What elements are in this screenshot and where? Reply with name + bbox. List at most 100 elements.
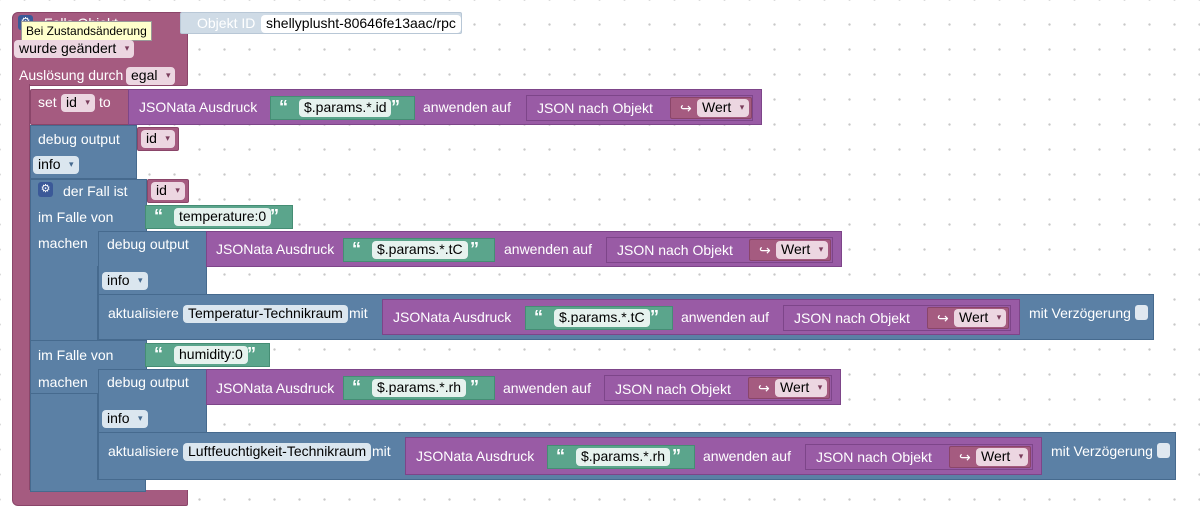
json-to-object-block[interactable]: JSON nach Objekt ↪ Wert▾ [604, 375, 832, 401]
update-target-temperature[interactable]: Temperatur-Technikraum [183, 305, 348, 323]
quote-close-icon: ” [470, 239, 479, 259]
expr-tc-field-2[interactable]: $.params.*.tC [554, 309, 650, 327]
value-dropdown-text: Wert [781, 241, 811, 257]
switch-variable-value: id [156, 182, 167, 198]
set-to-label: to [99, 94, 111, 110]
set-label: set [38, 94, 57, 110]
return-arrow-icon: ↪ [759, 242, 771, 258]
json-to-object-label: JSON nach Objekt [794, 310, 910, 326]
debug-level-value: info [38, 156, 61, 172]
chevron-down-icon: ▾ [138, 413, 143, 423]
quote-open-icon: “ [154, 344, 163, 364]
update-label: aktualisiere [108, 443, 179, 459]
jsonata-block-debug-rh[interactable]: JSONata Ausdruck “ $.params.*.rh ” anwen… [206, 369, 841, 405]
update-delay-label: mit Verzögerung [1051, 443, 1153, 459]
string-block-expr-rh-2[interactable]: “ $.params.*.rh ” [547, 445, 695, 469]
delay-checkbox[interactable] [1135, 305, 1148, 320]
json-to-object-block[interactable]: JSON nach Objekt ↪ Wert▾ [606, 237, 833, 263]
switch-variable-dropdown[interactable]: id▾ [151, 182, 185, 200]
jsonata-label: JSONata Ausdruck [139, 99, 258, 115]
debug-variable-dropdown[interactable]: id ▾ [141, 130, 175, 148]
apply-label: anwenden auf [423, 99, 511, 115]
debug-level-dropdown[interactable]: info▾ [33, 156, 79, 174]
string-block-expr-rh[interactable]: “ $.params.*.rh ” [343, 376, 495, 400]
case-2-field[interactable]: humidity:0 [174, 346, 248, 364]
json-to-object-label: JSON nach Objekt [615, 381, 731, 397]
value-variable-block[interactable]: ↪ Wert▾ [670, 97, 752, 119]
quote-close-icon: ” [270, 206, 279, 226]
trigger-by-value: egal [131, 67, 158, 83]
debug-output-label: debug output [107, 374, 189, 390]
expr-id-field[interactable]: $.params.*.id [299, 99, 392, 117]
delay-checkbox[interactable] [1157, 443, 1170, 458]
chevron-down-icon: ▾ [138, 275, 143, 285]
debug-variable-block[interactable]: id ▾ [137, 127, 179, 151]
chevron-down-icon: ▾ [739, 102, 745, 112]
return-arrow-icon: ↪ [959, 449, 971, 465]
value-dropdown[interactable]: Wert▾ [776, 241, 829, 259]
expr-rh-field[interactable]: $.params.*.rh [372, 379, 467, 397]
apply-label: anwenden auf [503, 380, 591, 396]
expr-rh-field-2[interactable]: $.params.*.rh [576, 448, 671, 466]
case-label-1: im Falle von [38, 209, 114, 225]
switch-gear-icon[interactable]: ⚙ [38, 182, 53, 197]
switch-label: der Fall ist [63, 183, 128, 199]
update-target-humidity[interactable]: Luftfeuchtigkeit-Technikraum [183, 443, 372, 461]
object-id-field[interactable]: shellyplusht-80646fe13aac/rpc [261, 15, 461, 33]
quote-close-icon: ” [470, 377, 479, 397]
return-arrow-icon: ↪ [758, 380, 770, 396]
jsonata-block-id[interactable]: JSONata Ausdruck “ $.params.*.id ” anwen… [128, 89, 762, 125]
case-1-field[interactable]: temperature:0 [174, 208, 272, 226]
value-dropdown[interactable]: Wert▾ [976, 448, 1029, 466]
return-arrow-icon: ↪ [937, 310, 949, 326]
update-label: aktualisiere [108, 305, 179, 321]
value-variable-block[interactable]: ↪ Wert ▾ [927, 307, 1009, 329]
quote-open-icon: “ [352, 377, 361, 397]
object-id-block[interactable]: Objekt ID shellyplusht-80646fe13aac/rpc [180, 12, 462, 34]
chevron-down-icon: ▾ [996, 312, 1002, 322]
changed-value: wurde geändert [19, 40, 117, 56]
json-to-object-block[interactable]: JSON nach Objekt ↪ Wert▾ [526, 95, 753, 121]
case-string-block-1[interactable]: “ temperature:0 ” [145, 205, 293, 229]
jsonata-block-update-rh[interactable]: JSONata Ausdruck “ $.params.*.rh ” anwen… [405, 437, 1042, 475]
trigger-by-dropdown[interactable]: egal ▾ [126, 67, 176, 85]
string-block-expr-tc-2[interactable]: “ $.params.*.tC ” [525, 306, 673, 330]
debug-level-dropdown-tc[interactable]: info ▾ [102, 272, 148, 290]
debug-variable-value: id [146, 130, 157, 146]
value-dropdown-text: Wert [780, 379, 810, 395]
apply-label: anwenden auf [504, 241, 592, 257]
jsonata-block-update-tc[interactable]: JSONata Ausdruck “ $.params.*.tC ” anwen… [382, 299, 1020, 335]
quote-open-icon: “ [154, 206, 163, 226]
jsonata-block-debug-tc[interactable]: JSONata Ausdruck “ $.params.*.tC ” anwen… [206, 231, 842, 267]
chevron-down-icon: ▾ [165, 70, 171, 80]
quote-close-icon: ” [247, 344, 256, 364]
chevron-down-icon: ▾ [165, 133, 170, 143]
apply-label: anwenden auf [703, 448, 791, 464]
quote-close-icon: ” [650, 307, 659, 327]
set-variable-value: id [66, 94, 77, 110]
debug-level-dropdown-rh[interactable]: info ▾ [102, 410, 148, 428]
value-dropdown[interactable]: Wert ▾ [954, 309, 1007, 327]
value-dropdown-text: Wert [959, 309, 989, 325]
jsonata-label: JSONata Ausdruck [416, 448, 535, 464]
debug-output-label: debug output [107, 236, 189, 252]
value-variable-block[interactable]: ↪ Wert▾ [949, 446, 1031, 468]
json-to-object-block[interactable]: JSON nach Objekt ↪ Wert ▾ [783, 305, 1011, 331]
debug-level-value: info [107, 410, 130, 426]
string-block-expr-id[interactable]: “ $.params.*.id ” [270, 96, 415, 120]
case-string-block-2[interactable]: “ humidity:0 ” [145, 343, 270, 367]
jsonata-label: JSONata Ausdruck [216, 380, 335, 396]
switch-variable-block[interactable]: id▾ [147, 179, 189, 203]
value-dropdown[interactable]: Wert▾ [775, 379, 828, 397]
value-dropdown[interactable]: Wert▾ [697, 99, 750, 117]
string-block-expr-tc[interactable]: “ $.params.*.tC ” [343, 238, 495, 262]
changed-dropdown[interactable]: wurde geändert ▾ [14, 40, 135, 58]
quote-open-icon: “ [534, 307, 543, 327]
json-to-object-block[interactable]: JSON nach Objekt ↪ Wert▾ [805, 444, 1033, 470]
expr-tc-field[interactable]: $.params.*.tC [372, 241, 468, 259]
chevron-down-icon: ▾ [124, 43, 130, 53]
debug-level-value: info [107, 272, 130, 288]
value-variable-block[interactable]: ↪ Wert▾ [748, 377, 830, 399]
value-variable-block[interactable]: ↪ Wert▾ [749, 239, 831, 261]
set-variable-dropdown[interactable]: id▾ [61, 94, 95, 112]
